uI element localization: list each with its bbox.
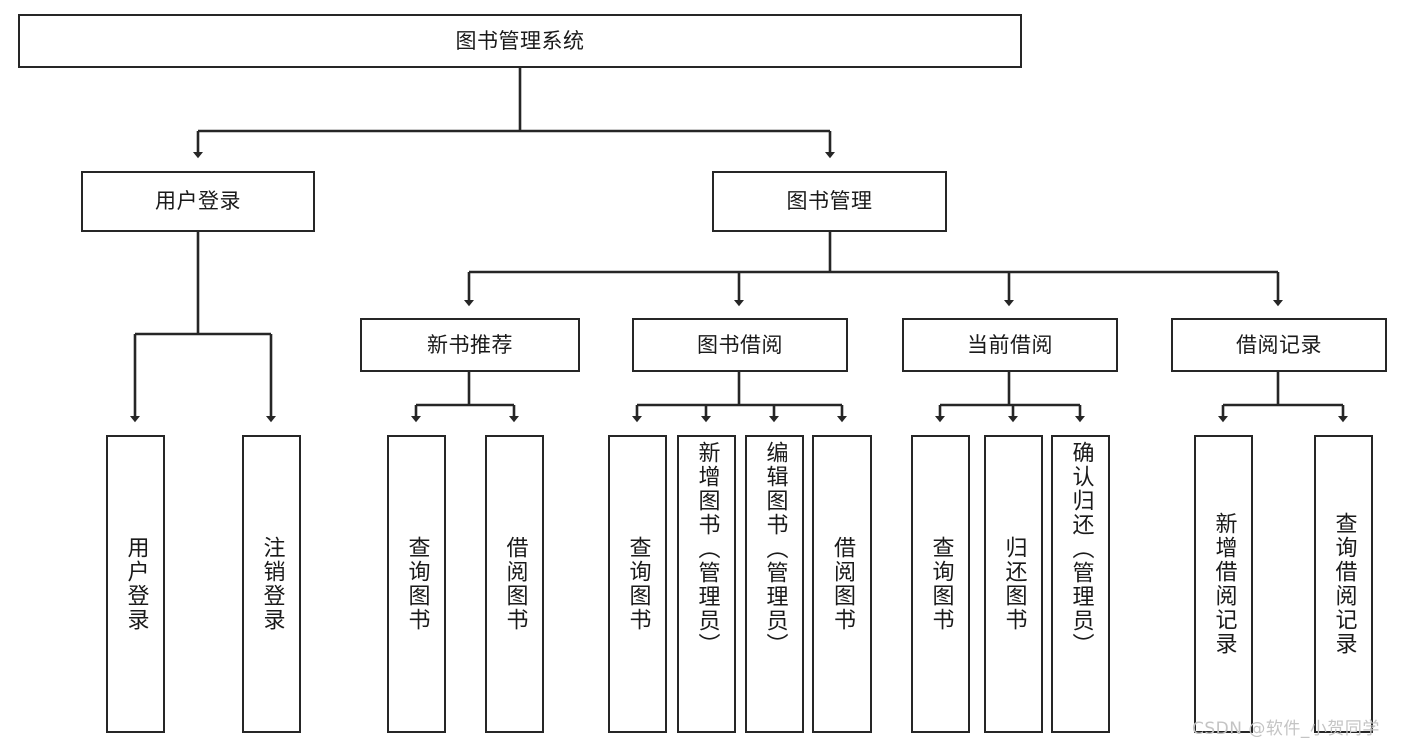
leaf-query-book-2-label: 查询图书 <box>625 536 651 632</box>
leaf-add-book[interactable]: 新增图书（管理员） <box>677 435 736 733</box>
leaf-query-book-2[interactable]: 查询图书 <box>608 435 667 733</box>
node-book-manage-label: 图书管理 <box>786 189 873 214</box>
leaf-query-record-label: 查询借阅记录 <box>1331 512 1357 656</box>
leaf-logout-label: 注销登录 <box>259 536 285 632</box>
leaf-add-record-label: 新增借阅记录 <box>1211 512 1237 656</box>
leaf-user-login-label: 用户登录 <box>123 536 149 632</box>
leaf-query-book-1-label: 查询图书 <box>404 536 430 632</box>
node-borrow-record-label: 借阅记录 <box>1236 332 1322 357</box>
leaf-borrow-book-1[interactable]: 借阅图书 <box>485 435 544 733</box>
node-user-login[interactable]: 用户登录 <box>81 171 315 232</box>
leaf-borrow-book-1-label: 借阅图书 <box>502 536 528 632</box>
leaf-query-book-3-label: 查询图书 <box>928 536 954 632</box>
node-book-manage[interactable]: 图书管理 <box>712 171 947 232</box>
connector-userlogin-to-leaves <box>129 232 277 423</box>
leaf-borrow-book-2-label: 借阅图书 <box>829 536 855 632</box>
node-book-borrow[interactable]: 图书借阅 <box>632 318 848 372</box>
connector-currentborrow-to-leaves <box>934 372 1086 423</box>
node-book-borrow-label: 图书借阅 <box>697 332 783 357</box>
node-current-borrow-label: 当前借阅 <box>967 332 1053 357</box>
connector-newbook-to-leaves <box>410 372 520 423</box>
leaf-borrow-book-2[interactable]: 借阅图书 <box>812 435 872 733</box>
leaf-user-login[interactable]: 用户登录 <box>106 435 165 733</box>
connector-root-to-level2 <box>192 68 836 159</box>
node-current-borrow[interactable]: 当前借阅 <box>902 318 1118 372</box>
node-user-login-label: 用户登录 <box>155 189 241 214</box>
leaf-query-record[interactable]: 查询借阅记录 <box>1314 435 1373 733</box>
node-root[interactable]: 图书管理系统 <box>18 14 1022 68</box>
leaf-edit-book[interactable]: 编辑图书（管理员） <box>745 435 804 733</box>
leaf-edit-book-label: 编辑图书（管理员） <box>762 441 788 657</box>
connector-bookmanage-to-level3 <box>463 232 1284 307</box>
leaf-logout[interactable]: 注销登录 <box>242 435 301 733</box>
node-new-book-recommend-label: 新书推荐 <box>427 332 513 357</box>
leaf-query-book-3[interactable]: 查询图书 <box>911 435 970 733</box>
leaf-confirm-return-label: 确认归还（管理员） <box>1068 441 1094 657</box>
leaf-confirm-return[interactable]: 确认归还（管理员） <box>1051 435 1110 733</box>
node-root-label: 图书管理系统 <box>455 28 585 53</box>
leaf-add-record[interactable]: 新增借阅记录 <box>1194 435 1253 733</box>
leaf-return-book-label: 归还图书 <box>1001 536 1027 632</box>
node-borrow-record[interactable]: 借阅记录 <box>1171 318 1387 372</box>
connector-borrowrecord-to-leaves <box>1217 372 1349 423</box>
leaf-add-book-label: 新增图书（管理员） <box>694 441 720 657</box>
leaf-return-book[interactable]: 归还图书 <box>984 435 1043 733</box>
leaf-query-book-1[interactable]: 查询图书 <box>387 435 446 733</box>
node-new-book-recommend[interactable]: 新书推荐 <box>360 318 580 372</box>
connector-bookborrow-to-leaves <box>631 372 848 423</box>
